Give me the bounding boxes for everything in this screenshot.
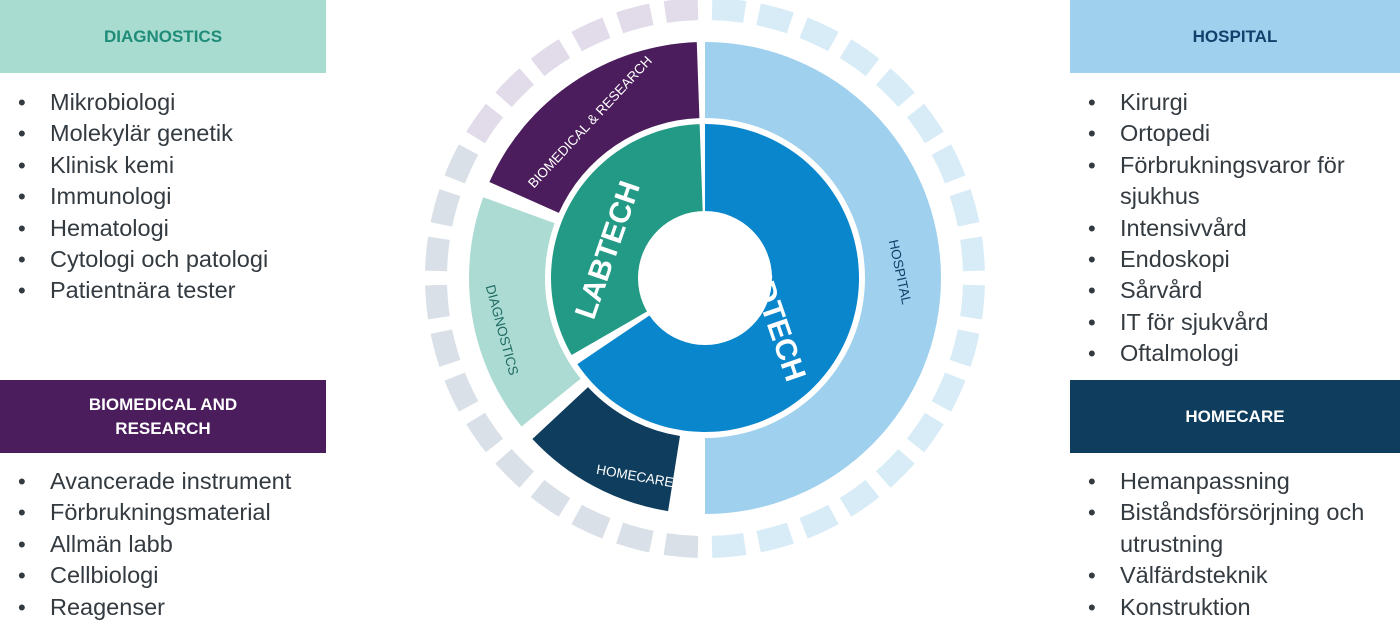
list-item: Reagenser — [0, 592, 326, 623]
hospital-list: Kirurgi Ortopedi Förbrukningsvaror för s… — [1070, 87, 1400, 370]
diagnostics-header: DIAGNOSTICS — [0, 0, 326, 73]
homecare-panel: HOMECARE Hemanpassning Biståndsförsörjni… — [1070, 380, 1400, 623]
list-item: Intensivvård — [1070, 213, 1400, 245]
medtech-segment — [577, 124, 859, 432]
tick-mark — [839, 39, 880, 77]
list-item: Oftalmologi — [1070, 338, 1400, 370]
tick-mark — [444, 144, 479, 184]
tick-mark — [960, 284, 985, 320]
homecare-title: HOMECARE — [1185, 406, 1285, 426]
tick-mark — [931, 144, 966, 184]
list-item: Hemanpassning — [1070, 466, 1400, 498]
tick-mark — [799, 504, 839, 539]
list-item: Cellbiologi — [0, 560, 326, 592]
tick-mark — [425, 284, 450, 320]
tick-mark — [663, 533, 699, 558]
list-item: IT för sjukvård — [1070, 307, 1400, 339]
list-item: Cytologi och patologi — [0, 244, 326, 276]
inner-ring — [551, 124, 859, 432]
tick-mark — [799, 17, 839, 52]
hospital-title: HOSPITAL — [1192, 26, 1278, 46]
hospital-header: HOSPITAL — [1070, 0, 1400, 73]
homecare-band — [532, 387, 680, 512]
diagnostics-panel: DIAGNOSTICS Mikrobiologi Molekylär genet… — [0, 0, 326, 307]
tick-mark — [571, 17, 611, 52]
diagnostics-list: Mikrobiologi Molekylär genetik Klinisk k… — [0, 87, 326, 307]
tick-mark — [616, 3, 654, 34]
tick-mark — [616, 522, 654, 553]
tick-mark — [931, 372, 966, 412]
list-item: Välfärdsteknik — [1070, 560, 1400, 592]
tick-mark — [711, 0, 747, 23]
outer-tick-ring — [425, 0, 985, 558]
list-item: Ortopedi — [1070, 118, 1400, 150]
list-item: Biståndsförsörjning och — [1070, 497, 1400, 529]
list-item: Förbrukningsvaror för — [1070, 150, 1400, 182]
list-item-continuation: sjukhus — [1120, 183, 1200, 210]
tick-mark — [906, 103, 944, 144]
list-item-continuation: utrustning — [1120, 530, 1224, 557]
list-item: Endoskopi — [1070, 244, 1400, 276]
tick-mark — [430, 329, 461, 367]
diagnostics-title: DIAGNOSTICS — [103, 26, 223, 46]
tick-mark — [960, 236, 985, 272]
tick-mark — [949, 329, 980, 367]
homecare-list: Hemanpassning Biståndsförsörjning och ut… — [1070, 466, 1400, 623]
outer-band-ring — [469, 42, 941, 514]
tick-mark — [530, 479, 571, 517]
list-item: Hematologi — [0, 213, 326, 245]
list-item: Avancerade instrument — [0, 466, 326, 498]
tick-mark — [444, 372, 479, 412]
tick-mark — [756, 522, 794, 553]
list-item: Konstruktion — [1070, 592, 1400, 623]
list-item: Kirurgi — [1070, 87, 1400, 119]
sector-wheel-diagram: LABTECH MEDTECH BIOMEDICAL & RESEARCH DI… — [425, 0, 985, 558]
list-item: Förbrukningsmaterial — [0, 497, 326, 529]
center-hole — [638, 211, 772, 345]
tick-mark — [875, 448, 915, 488]
tick-mark — [571, 504, 611, 539]
tick-mark — [425, 236, 450, 272]
tick-mark — [756, 3, 794, 34]
tick-mark — [875, 68, 915, 108]
tick-mark — [495, 448, 535, 488]
list-item: Sårvård — [1070, 275, 1400, 307]
list-item: Klinisk kemi — [0, 150, 326, 182]
tick-mark — [530, 39, 571, 77]
diagnostics-band — [469, 197, 581, 427]
tick-mark — [949, 189, 980, 227]
list-item: Patientnära tester — [0, 275, 326, 307]
hospital-panel: HOSPITAL Kirurgi Ortopedi Förbrukningsva… — [1070, 0, 1400, 370]
tick-mark — [711, 533, 747, 558]
list-item: Immunologi — [0, 181, 326, 213]
tick-mark — [430, 189, 461, 227]
tick-mark — [466, 103, 504, 144]
list-item: Mikrobiologi — [0, 87, 326, 119]
hospital-band — [705, 42, 941, 514]
tick-mark — [906, 412, 944, 453]
tick-mark — [495, 68, 535, 108]
list-item: Molekylär genetik — [0, 118, 326, 150]
list-item: Allmän labb — [0, 529, 326, 561]
homecare-header: HOMECARE — [1070, 380, 1400, 453]
biomedical-panel: BIOMEDICAL AND RESEARCH Avancerade instr… — [0, 380, 326, 623]
biomedical-header: BIOMEDICAL AND RESEARCH — [0, 380, 326, 453]
tick-mark — [839, 479, 880, 517]
tick-mark — [663, 0, 699, 23]
biomedical-list: Avancerade instrument Förbrukningsmateri… — [0, 466, 326, 623]
biomedical-band — [489, 42, 700, 213]
labtech-segment — [551, 124, 703, 355]
tick-mark — [466, 412, 504, 453]
biomedical-title-line2: RESEARCH — [115, 418, 211, 438]
biomedical-title-line1: BIOMEDICAL AND — [88, 394, 238, 414]
